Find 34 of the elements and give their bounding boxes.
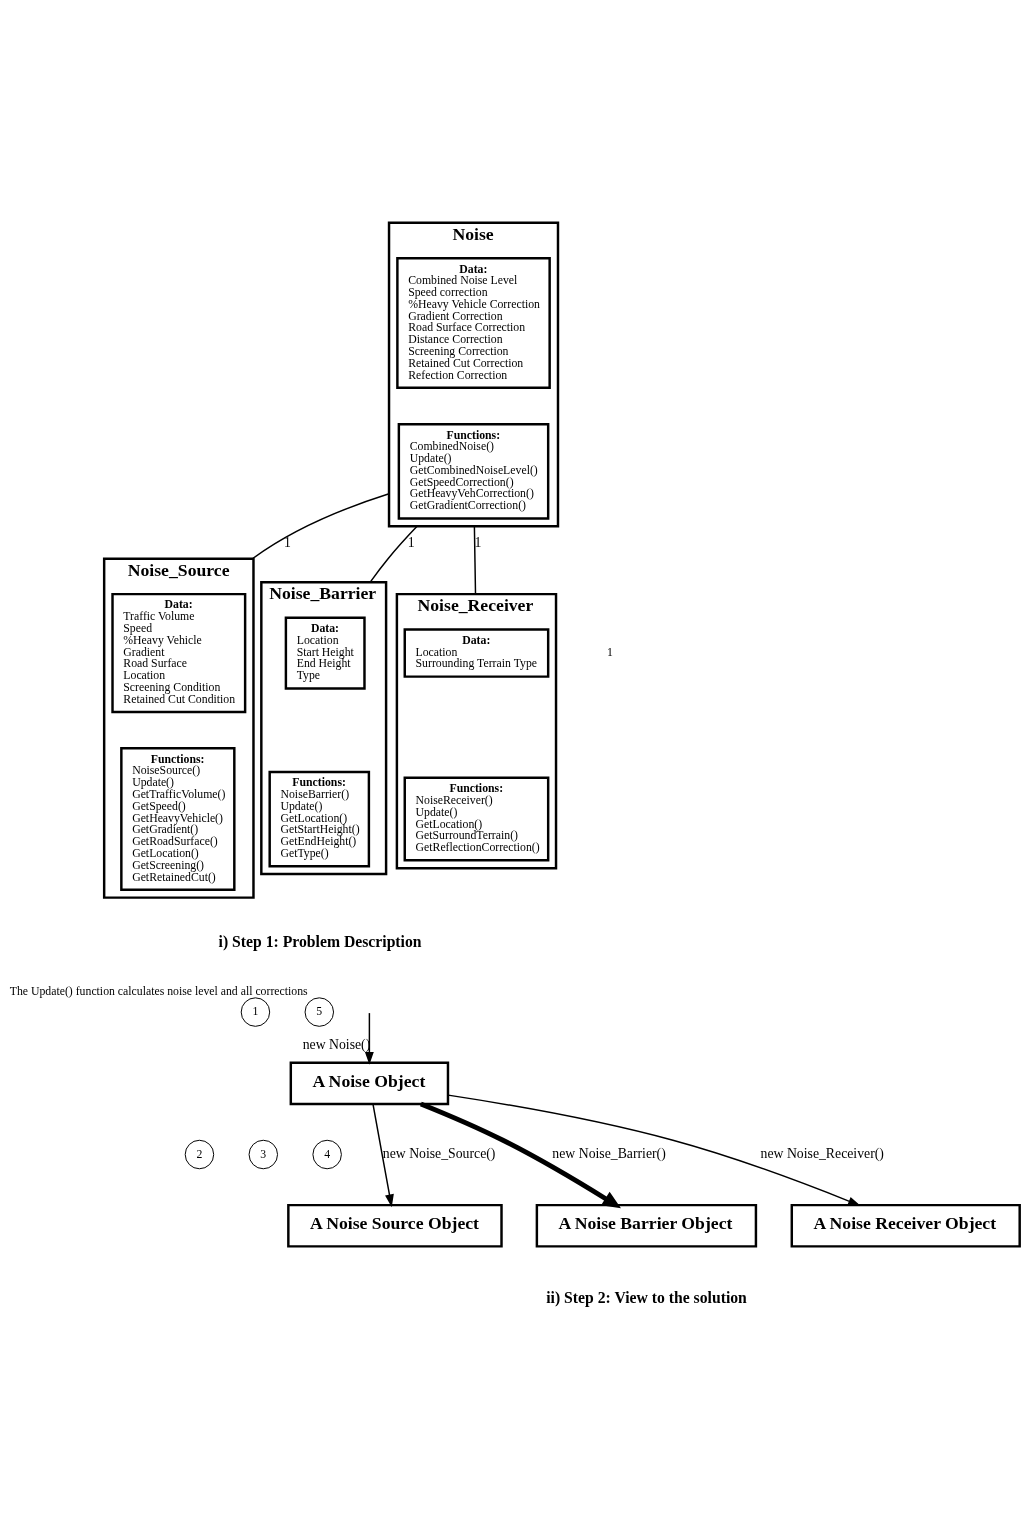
connector — [251, 493, 390, 560]
node-box: Data: Combined Noise Level Speed correction %Heavy Vehicle Correction Gradient Correction Road Surface Correction Distance Correction Screening Correction Retained Cut Correction Refection Correction — [396, 256, 551, 390]
node-box: A Noise Receiver Object — [790, 1203, 1021, 1248]
edge-label: new Noise_Source() — [382, 1146, 496, 1162]
label: 1 — [607, 646, 613, 660]
edge-label: new Noise() — [302, 1036, 371, 1052]
node-box: A Noise Object — [289, 1061, 450, 1106]
node-box: A Noise Barrier Object — [535, 1203, 758, 1248]
connector — [473, 525, 477, 595]
node-circle: 4 — [312, 1139, 342, 1170]
label: ii) Step 2: View to the solution — [546, 1289, 747, 1307]
node-box: Data: Traffic Volume Speed %Heavy Vehicle Gradient Road Surface Location Screening Condition Retained Cut Condition — [111, 592, 247, 714]
node-box: Functions: CombinedNoise() Update() GetCombinedNoiseLevel() GetSpeedCorrection() GetHeavyVehCorrection() GetGradientCorrection() — [397, 422, 550, 520]
node-circle: 5 — [304, 997, 334, 1027]
node-box: Functions: NoiseSource() Update() GetTrafficVolume() GetSpeed() GetHeavyVehicle() GetGradient() GetRoadSurface() GetLocation() GetScreening() GetRetainedCut() — [120, 747, 236, 891]
node-label: The Update() function calculates noise level and all corrections — [9, 984, 308, 998]
node-box: Data: Location Start Height End Height Type — [284, 616, 366, 690]
node-box: Functions: NoiseReceiver() Update() GetLocation() GetSurroundTerrain() GetReflectionCorrection() — [403, 776, 550, 862]
arrow — [447, 1094, 861, 1206]
node-box: Functions: NoiseBarrier() Update() GetLocation() GetStartHeight() GetEndHeight() GetType() — [268, 770, 371, 868]
node-box: A Noise Source Object — [287, 1203, 503, 1248]
node-circle: 3 — [248, 1139, 279, 1170]
connector — [369, 525, 418, 584]
node-box: Data: Location Surrounding Terrain Type — [403, 628, 550, 678]
edge-label: 1 — [474, 535, 482, 551]
label: i) Step 1: Problem Description — [218, 932, 422, 950]
edge-label: new Noise_Receiver() — [760, 1146, 884, 1162]
edge-label: new Noise_Barrier() — [552, 1146, 666, 1162]
edge-label: 1 — [407, 535, 415, 551]
node-circle: 1 — [240, 997, 271, 1027]
edge-label: 1 — [283, 535, 291, 551]
arrow — [372, 1103, 394, 1208]
arrow — [419, 1101, 621, 1209]
node-circle: 2 — [184, 1139, 215, 1170]
